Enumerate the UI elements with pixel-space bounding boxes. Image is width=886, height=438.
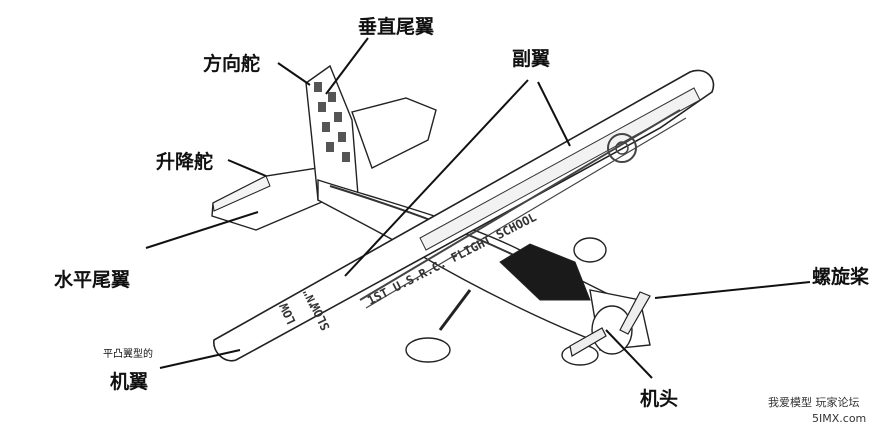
leader-elevator: [227, 159, 267, 177]
wing-roundel: [607, 133, 637, 163]
propeller-blade-1: [619, 291, 651, 335]
tail-checker-pattern: [314, 82, 350, 162]
watermark-line-1: 我爱模型 玩家论坛: [768, 396, 860, 409]
label-elevator: 升降舵: [156, 151, 214, 173]
cockpit: [499, 243, 591, 301]
leader-aileron-2: [537, 81, 571, 147]
label-aileron: 副翼: [512, 48, 551, 70]
label-nose: 机头: [640, 388, 679, 410]
label-wing: 机翼: [110, 371, 149, 393]
wing-stripe-1: [359, 109, 681, 301]
label-rudder: 方向舵: [203, 53, 261, 75]
leader-propeller: [654, 281, 811, 299]
label-horizontal-tail: 水平尾翼: [54, 269, 131, 291]
watermark-line-2: 5IMX.com: [812, 412, 867, 425]
aileron-surface: [419, 87, 701, 251]
leader-wing: [159, 349, 241, 369]
left-wheel: [405, 337, 451, 363]
landing-gear-strut: [438, 289, 472, 331]
leader-rudder: [277, 62, 311, 86]
label-wing-note: 平凸翼型的: [103, 349, 153, 360]
label-vertical-tail: 垂直尾翼: [358, 16, 435, 38]
spinner: [591, 305, 633, 355]
label-propeller: 螺旋桨: [812, 266, 870, 288]
leader-aileron-1: [344, 79, 529, 277]
leader-horizontal-tail: [145, 211, 259, 249]
elevator-surface: [212, 175, 271, 212]
leader-vertical-tail: [325, 37, 369, 95]
leader-nose: [605, 329, 653, 379]
propeller-blade-2: [569, 327, 607, 357]
upper-wheel: [573, 237, 607, 263]
wing-stripe-2: [365, 117, 687, 309]
right-stabilizer: [351, 97, 437, 169]
